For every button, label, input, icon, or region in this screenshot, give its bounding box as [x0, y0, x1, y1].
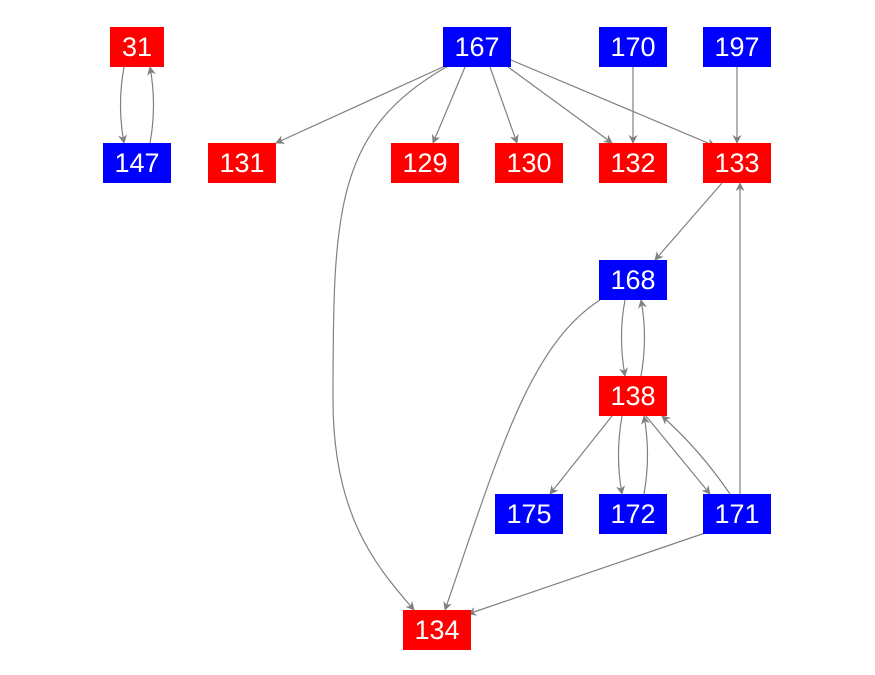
- edge-168-to-134: [443, 299, 601, 611]
- node-132: 132: [599, 143, 667, 183]
- node-31: 31: [110, 27, 164, 67]
- node-129: 129: [391, 143, 459, 183]
- edge-133-to-168: [654, 182, 723, 261]
- edge-167-to-130: [489, 66, 519, 144]
- node-134: 134: [403, 610, 471, 650]
- edge-167-to-129: [431, 66, 466, 144]
- edge-171-to-134: [467, 531, 709, 616]
- node-168: 168: [599, 260, 667, 300]
- node-175: 175: [495, 494, 563, 534]
- node-131: 131: [208, 143, 276, 183]
- edge-138-to-171: [645, 415, 711, 495]
- edge-168-to-138: [619, 299, 628, 377]
- edge-167-to-134: [332, 65, 449, 611]
- node-170: 170: [599, 27, 667, 67]
- node-130: 130: [495, 143, 563, 183]
- edge-167-to-131: [275, 65, 446, 144]
- edge-31-to-147: [118, 66, 127, 144]
- edge-147-to-31: [147, 66, 156, 144]
- edge-138-to-172: [616, 415, 625, 495]
- edge-167-to-132: [507, 66, 613, 144]
- node-172: 172: [599, 494, 667, 534]
- edge-138-to-175: [549, 415, 613, 495]
- node-167: 167: [443, 27, 511, 67]
- edge-171-to-138: [661, 415, 731, 495]
- node-133: 133: [703, 143, 771, 183]
- node-138: 138: [599, 376, 667, 416]
- edge-167-to-133: [510, 59, 716, 148]
- edge-138-to-168: [638, 299, 647, 377]
- edge-172-to-138: [641, 415, 650, 495]
- node-197: 197: [703, 27, 771, 67]
- node-171: 171: [703, 494, 771, 534]
- node-147: 147: [103, 143, 171, 183]
